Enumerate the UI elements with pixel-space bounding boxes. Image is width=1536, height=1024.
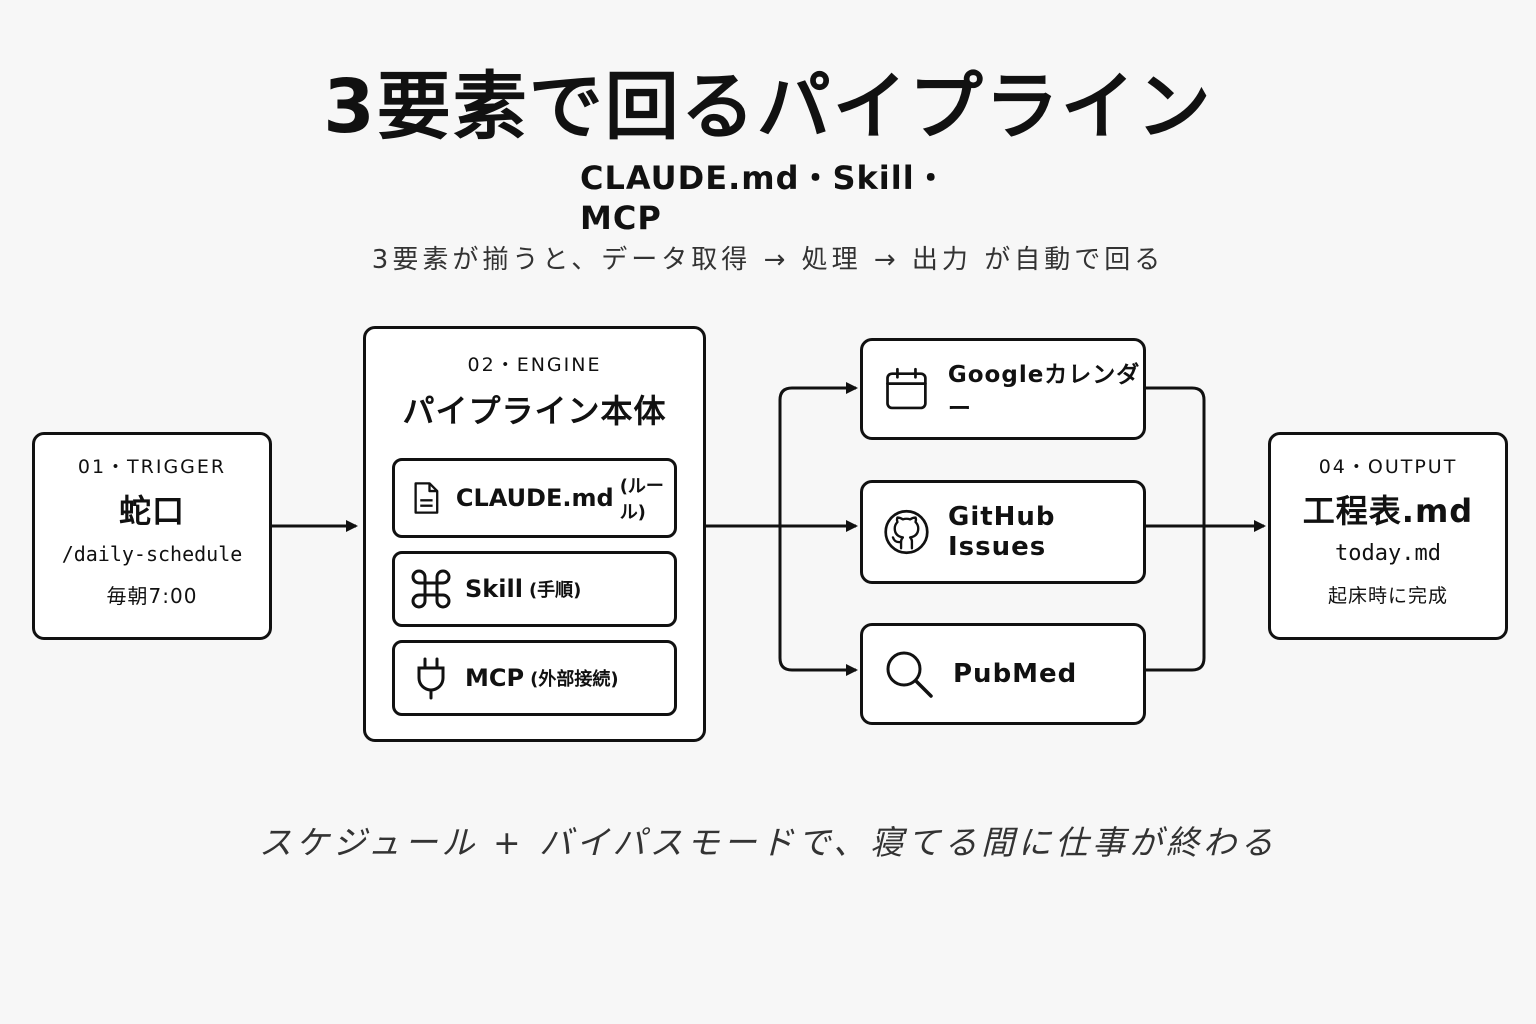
engine-item-label: CLAUDE.md (455, 484, 614, 512)
engine-item-label: Skill (465, 575, 523, 603)
engine-item-claude-md: CLAUDE.md (ルール) (392, 458, 677, 538)
trigger-name: 蛇口 (118, 492, 185, 530)
tagline: 3要素が揃うと、データ取得 → 処理 → 出力 が自動で回る (371, 245, 1165, 275)
engine-item-note: (ルール) (619, 476, 664, 523)
trigger-box: 01・TRIGGER 蛇口 /daily-schedule 毎朝7:00 (32, 432, 272, 640)
arrow-engine-to-calendar (778, 382, 858, 526)
source-label: Googleカレンダー (947, 362, 1141, 422)
source-pubmed: PubMed (860, 623, 1146, 725)
github-icon (884, 509, 929, 555)
source-google-calendar: Googleカレンダー (860, 338, 1146, 440)
engine-item-mcp: MCP (外部接続) (392, 640, 677, 716)
engine-item-note: (外部接続) (530, 669, 619, 690)
engine-item-note: (手順) (528, 580, 582, 601)
plug-icon (417, 657, 445, 700)
arrow-engine-to-pubmed (778, 526, 858, 676)
trigger-time: 毎朝7:00 (106, 584, 198, 608)
engine-name: パイプライン本体 (402, 392, 667, 430)
source-label: GitHub Issues (947, 502, 1056, 562)
footer-caption: スケジュール + バイパスモードで、寝てる間に仕事が終わる (258, 823, 1278, 862)
engine-item-label: MCP (465, 664, 525, 692)
output-note: 起床時に完成 (1327, 585, 1448, 607)
page-subtitle: CLAUDE.md・Skill・MCP (580, 159, 948, 237)
source-label: PubMed (953, 659, 1078, 689)
output-box: 04・OUTPUT 工程表.md today.md 起床時に完成 (1268, 432, 1508, 640)
output-file: today.md (1335, 541, 1441, 566)
calendar-icon (886, 367, 927, 410)
merge-line (1146, 386, 1206, 672)
output-step: 04・OUTPUT (1318, 456, 1458, 478)
trigger-command: /daily-schedule (61, 542, 243, 566)
command-icon (411, 569, 451, 609)
page-title: 3要素で回るパイプライン (323, 64, 1213, 150)
document-icon (414, 482, 439, 514)
engine-step: 02・ENGINE (467, 354, 602, 376)
engine-item-skill: Skill (手順) (392, 551, 677, 627)
output-name: 工程表.md (1302, 492, 1474, 530)
search-icon (886, 651, 933, 698)
trigger-step: 01・TRIGGER (77, 456, 227, 478)
source-github-issues: GitHub Issues (860, 480, 1146, 584)
